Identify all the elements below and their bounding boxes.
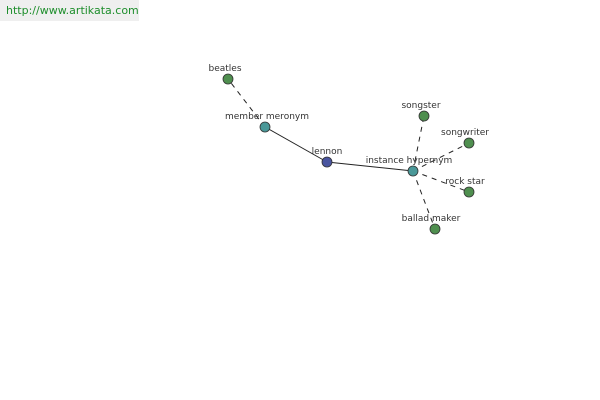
label-leaf-beatles: beatles [208, 64, 241, 74]
label-leaf-ballad-maker: ballad maker [402, 214, 461, 224]
label-center: lennon [312, 147, 343, 157]
graph-labels: lennon member meronym beatles instance hype… [208, 64, 489, 224]
node-leaf-ballad-maker[interactable] [429, 223, 441, 235]
label-leaf-songster: songster [401, 101, 440, 111]
node-relation-instance-hypernym[interactable] [407, 165, 419, 177]
node-relation-member-meronym[interactable] [259, 121, 271, 133]
edge-member-meronym-to-beatles [227, 78, 266, 128]
label-relation-instance-hypernym: instance hypernym [366, 156, 453, 166]
node-leaf-songster[interactable] [418, 110, 430, 122]
label-leaf-songwriter: songwriter [441, 128, 489, 138]
site-url-link[interactable]: http://www.artikata.com [6, 4, 139, 17]
node-leaf-rock-star[interactable] [463, 186, 475, 198]
label-relation-member-meronym: member meronym [225, 112, 309, 122]
url-bar: http://www.artikata.com [0, 0, 139, 21]
edge-center-to-instance-hypernym [326, 161, 414, 172]
edge-instance-hypernym-to-ballad-maker [412, 170, 436, 230]
edge-center-to-member-meronym [264, 126, 328, 163]
node-center[interactable] [321, 156, 333, 168]
edge-instance-hypernym-to-songwriter [412, 142, 470, 172]
graph-nodes [222, 73, 475, 235]
node-leaf-beatles[interactable] [222, 73, 234, 85]
label-leaf-rock-star: rock star [445, 177, 485, 187]
node-leaf-songwriter[interactable] [463, 137, 475, 149]
graph-edges [227, 78, 470, 230]
